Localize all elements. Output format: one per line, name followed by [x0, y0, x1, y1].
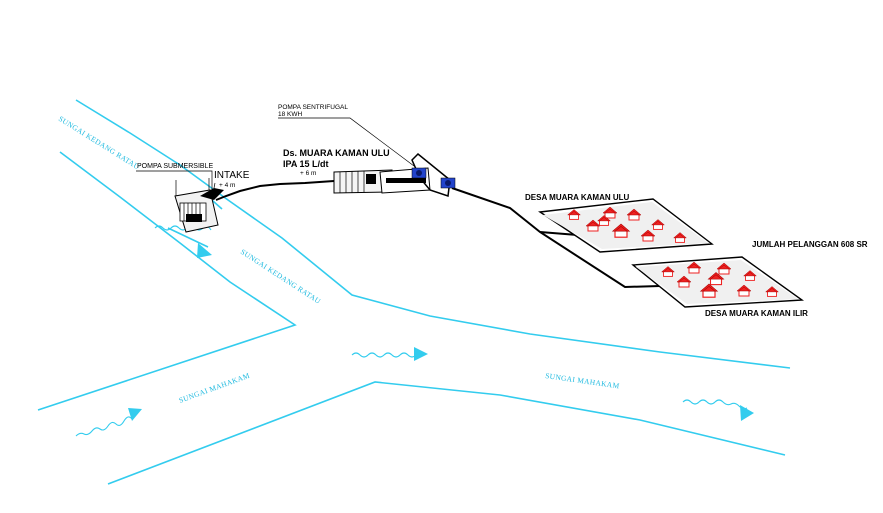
river-label-mahakam-right: SUNGAI MAHAKAM — [545, 371, 620, 390]
annotations: POMPA SUBMERSIBLE INTAKE + 4 m POMPA SEN… — [137, 104, 868, 318]
label-pompa-sentrifugal-power: 18 KWH — [278, 111, 303, 118]
house-icon — [743, 270, 757, 281]
label-pompa-sentrifugal: POMPA SENTRIFUGAL — [278, 104, 348, 111]
house-icon — [699, 283, 719, 298]
flow-arrows — [75, 225, 754, 437]
house-icon — [602, 206, 618, 219]
house-icon — [765, 286, 779, 297]
river-label-mahakam-left: SUNGAI MAHAKAM — [178, 371, 251, 405]
river-label-kedang-rantau-upper: SUNGAI KEDANG RATAU — [57, 114, 142, 172]
pump-leader-line — [278, 117, 415, 167]
houses-ilir — [661, 261, 779, 298]
village-ulu-area — [538, 198, 714, 253]
house-icon — [736, 284, 752, 297]
river-kedang-rantau-north-bank — [75, 99, 791, 369]
label-jumlah-pelanggan: JUMLAH PELANGGAN 608 SR — [752, 240, 868, 249]
flow-arrow-middle — [351, 347, 428, 361]
house-icon — [676, 275, 692, 288]
label-intake: INTAKE — [214, 170, 250, 181]
river-mahakam-south-bank — [107, 381, 786, 485]
label-pompa-submersible: POMPA SUBMERSIBLE — [137, 163, 213, 170]
river-kedang-rantau-south-bank — [37, 151, 297, 411]
intake-leader-lines — [136, 170, 216, 194]
label-ipa-elevation: + 6 m — [300, 170, 316, 177]
house-icon — [707, 272, 725, 286]
label-desa-muara-kaman-ilir: DESA MUARA KAMAN ILIR — [705, 309, 808, 318]
house-icon — [611, 223, 631, 238]
raw-water-pipe — [215, 180, 335, 201]
house-icon — [597, 215, 611, 226]
house-icon — [651, 219, 665, 230]
house-icon — [673, 232, 687, 243]
label-ipa-capacity: IPA 15 L/dt — [283, 159, 329, 169]
flow-arrow-left — [75, 408, 142, 437]
house-icon — [640, 229, 656, 242]
flow-arrow-right — [682, 399, 754, 421]
houses-ulu — [567, 206, 687, 243]
river-lines — [37, 99, 791, 485]
label-intake-elevation: + 4 m — [219, 182, 235, 189]
house-icon — [585, 219, 601, 232]
house-icon — [716, 262, 732, 275]
house-icon — [567, 209, 581, 220]
ipa-treatment-plant — [333, 152, 456, 198]
house-icon — [626, 208, 642, 221]
intake-structure — [174, 178, 224, 233]
label-ipa-location: Ds. MUARA KAMAN ULU — [283, 148, 390, 158]
house-icon — [661, 266, 675, 277]
house-icon — [686, 261, 702, 274]
label-desa-muara-kaman-ulu: DESA MUARA KAMAN ULU — [525, 193, 630, 202]
village-ilir-area — [631, 256, 805, 308]
